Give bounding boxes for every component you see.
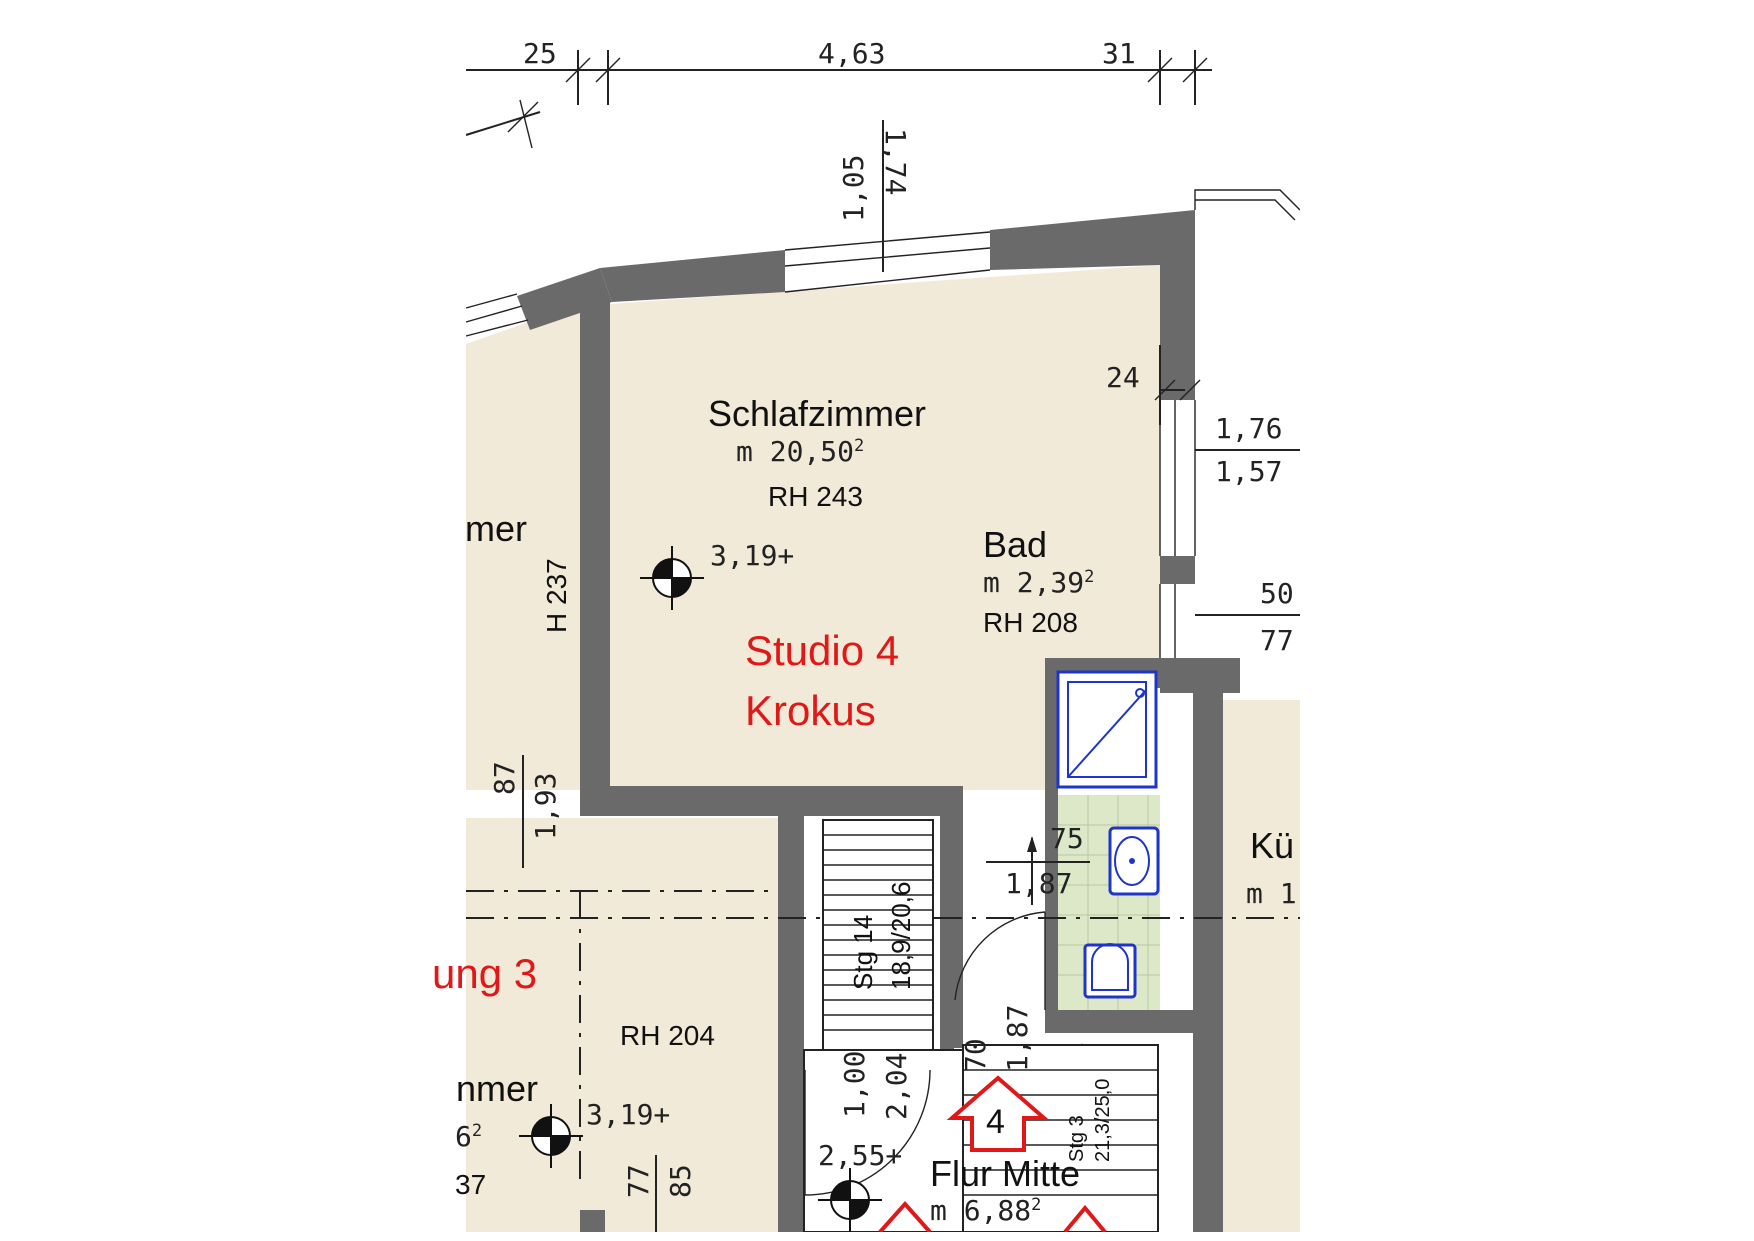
dim-top-right: 31	[1102, 37, 1136, 70]
stair-label-stg3: Stg 3	[1066, 1115, 1088, 1162]
dim-right-wall: 24	[1106, 361, 1140, 394]
dimension-lines	[465, 50, 1300, 1232]
dim-right-mid-upper: 50	[1260, 577, 1294, 610]
window-right	[1159, 400, 1196, 658]
dim-top-main: 4,63	[818, 37, 885, 70]
outer-building-edge	[1194, 189, 1301, 221]
studio-label-left: ung 3	[432, 950, 537, 997]
area-superscript: 2	[854, 436, 864, 456]
room-rh-bad: RH 208	[983, 607, 1078, 638]
studio-label-line1: Studio 4	[745, 627, 899, 674]
dim-bath-door-upper: 75	[1050, 822, 1084, 855]
room-area-schlafzimmer: m 20,502	[736, 435, 864, 468]
crop-mask-left	[0, 0, 466, 1241]
area-superscript: 2	[1031, 1195, 1041, 1215]
stair-ratio-stg3: 21,3/25,0	[1092, 1079, 1114, 1162]
washbasin	[1108, 826, 1160, 896]
level-marker-corridor	[818, 1168, 882, 1232]
room-rh-schlafzimmer: RH 243	[768, 481, 863, 512]
shower-tray	[1056, 670, 1158, 789]
window-top	[784, 231, 991, 293]
area-superscript: 2	[472, 1121, 482, 1141]
stair-ratio-stg14: 18,9/20,6	[886, 882, 916, 990]
room-name-bad: Bad	[983, 524, 1047, 565]
dim-window-lower: 1,05	[837, 155, 870, 222]
room-rh-tail-left-lower: 37	[455, 1169, 486, 1200]
toilet	[1083, 943, 1137, 999]
dim-bath-door-lower: 1,87	[1005, 867, 1072, 900]
entrance-number: 4	[986, 1103, 1005, 1141]
walls	[517, 210, 1240, 1232]
room-name-left-upper: mer	[465, 508, 527, 549]
dim-door-b-lower: 1,87	[1001, 1005, 1034, 1072]
area-superscript: 2	[1084, 567, 1094, 587]
studio-label-line2: Krokus	[745, 687, 876, 734]
room-area-flur: m 6,882	[930, 1194, 1041, 1227]
room-name-kueche: Kü	[1250, 825, 1294, 866]
room-name-flur: Flur Mitte	[930, 1153, 1080, 1194]
dim-right-mid-lower: 77	[1260, 624, 1294, 657]
dim-right-window-upper: 1,76	[1215, 412, 1282, 445]
stair-run-stg14	[822, 819, 934, 1053]
dim-left-upper: 87	[488, 761, 521, 795]
dim-top-left: 25	[523, 37, 557, 70]
dim-right-window-lower: 1,57	[1215, 455, 1282, 488]
level-corridor: 2,55+	[818, 1139, 902, 1172]
room-area-bad: m 2,392	[983, 566, 1094, 599]
crop-mask-right	[1300, 0, 1754, 1241]
dim-door-a-lower: 2,04	[880, 1053, 913, 1120]
level-marker-left-lower	[519, 1104, 583, 1168]
room-height-left-upper: H 237	[541, 558, 572, 633]
room-area-kueche: m 1	[1246, 877, 1297, 910]
dim-door-b-upper: 70	[959, 1038, 992, 1072]
room-area-left-lower: 62	[455, 1120, 482, 1153]
room-rh-left-lower: RH 204	[620, 1020, 715, 1051]
level-marker-schlafzimmer	[640, 546, 704, 610]
dim-bottom-lower: 85	[664, 1164, 697, 1198]
door-bath	[954, 911, 1046, 1010]
room-name-schlafzimmer: Schlafzimmer	[708, 393, 926, 434]
room-name-left-lower: nmer	[456, 1068, 538, 1109]
entrance-arrow-right-icon	[1063, 1204, 1107, 1234]
level-left-lower: 3,19+	[586, 1098, 670, 1131]
dim-window-upper: 1,74	[879, 128, 912, 195]
dim-left-lower: 1,93	[529, 773, 562, 840]
level-schlafzimmer: 3,19+	[710, 539, 794, 572]
dim-door-a-upper: 1,00	[838, 1051, 871, 1118]
stair-label-stg14: Stg 14	[848, 915, 878, 990]
floor-schlafzimmer	[609, 265, 1160, 790]
entrance-arrow-icon	[946, 1075, 1050, 1152]
window-left	[465, 293, 529, 337]
door-left-lower	[804, 1069, 931, 1196]
crop-mask-bottom	[0, 1232, 1754, 1241]
dim-bottom-upper: 77	[622, 1164, 655, 1198]
entrance-arrow-left-icon	[878, 1200, 932, 1234]
floor-left-upper	[466, 304, 580, 790]
